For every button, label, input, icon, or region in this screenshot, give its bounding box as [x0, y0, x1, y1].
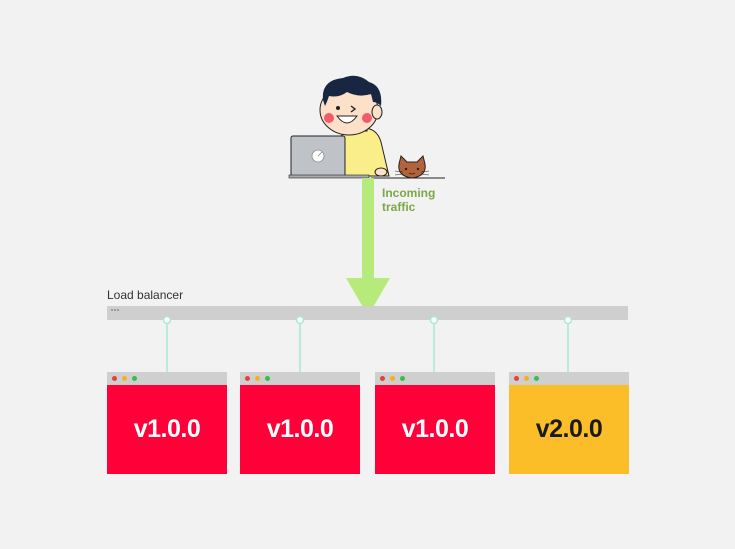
server-3: v1.0.0	[375, 372, 495, 474]
server-2: v1.0.0	[240, 372, 360, 474]
load-balancer-bar	[107, 306, 628, 320]
traffic-label-line1: Incoming	[382, 186, 436, 200]
connector-3	[429, 315, 439, 372]
server-3-version: v1.0.0	[375, 385, 495, 474]
server-1: v1.0.0	[107, 372, 227, 474]
window-minimize-dot	[524, 376, 529, 381]
server-3-titlebar	[375, 372, 495, 385]
traffic-label: Incoming traffic	[382, 186, 435, 214]
window-maximize-dot	[132, 376, 137, 381]
window-close-dot	[112, 376, 117, 381]
window-close-dot	[514, 376, 519, 381]
window-minimize-dot	[122, 376, 127, 381]
connector-1	[162, 315, 172, 372]
window-maximize-dot	[400, 376, 405, 381]
window-maximize-dot	[265, 376, 270, 381]
server-4: v2.0.0	[509, 372, 629, 474]
server-4-titlebar	[509, 372, 629, 385]
server-2-titlebar	[240, 372, 360, 385]
load-balancer-dots	[111, 309, 119, 311]
window-minimize-dot	[390, 376, 395, 381]
connector-2	[295, 315, 305, 372]
server-1-version: v1.0.0	[107, 385, 227, 474]
load-balancer-label: Load balancer	[107, 288, 184, 302]
window-minimize-dot	[255, 376, 260, 381]
traffic-arrow	[346, 178, 390, 316]
server-4-version: v2.0.0	[509, 385, 629, 474]
window-close-dot	[245, 376, 250, 381]
traffic-label-line2: traffic	[382, 200, 416, 214]
window-close-dot	[380, 376, 385, 381]
server-1-titlebar	[107, 372, 227, 385]
window-maximize-dot	[534, 376, 539, 381]
server-2-version: v1.0.0	[240, 385, 360, 474]
connector-4	[563, 315, 573, 372]
developer-illustration	[288, 75, 445, 179]
